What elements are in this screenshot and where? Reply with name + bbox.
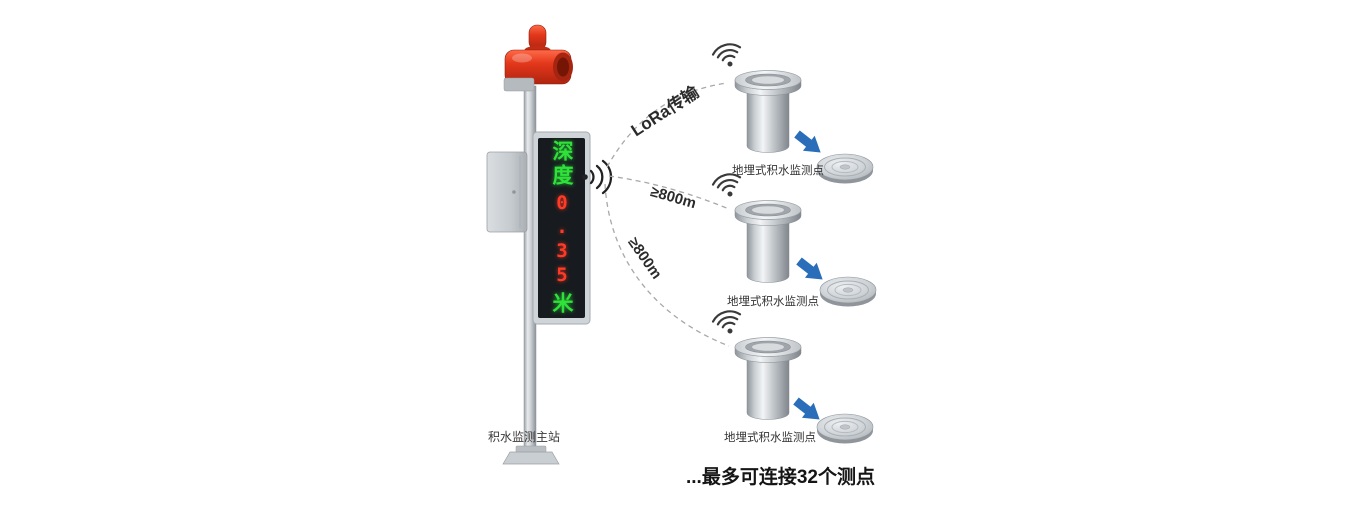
buried-sensor-cylinder (734, 337, 802, 420)
led-value-text: 0.35 (551, 192, 573, 288)
pole-base-plate (502, 451, 560, 465)
link-path-1 (606, 82, 728, 168)
buried-sensor-cylinder (734, 200, 802, 283)
arrow-icon (793, 397, 820, 420)
distance-label-1: ≥800m (648, 183, 697, 212)
station-label: 积水监测主站 (488, 430, 560, 444)
sensor-unit-2: 地埋式积水监测点 (711, 173, 877, 308)
sensor-label: 地埋式积水监测点 (724, 431, 816, 444)
link-path-3 (604, 183, 730, 347)
control-box (486, 151, 528, 233)
lora-transmission-label: LoRa传输 (627, 81, 703, 140)
sensor-unit-1: 地埋式积水监测点 (711, 43, 874, 184)
alarm-mount-bracket (503, 77, 535, 92)
wifi-icon (711, 43, 742, 67)
led-display-screen (538, 138, 585, 318)
sensor-disc (816, 153, 874, 184)
wireless-emission-icon (582, 159, 613, 195)
buried-sensor-cylinder (734, 70, 802, 153)
sensor-unit-3: 地埋式积水监测点 (711, 310, 874, 444)
alarm-horn-bell-inner (557, 57, 569, 77)
sensor-disc (816, 413, 874, 444)
link-path-2 (608, 175, 730, 210)
led-depth-text: 深度 (550, 140, 574, 188)
footer-note: ...最多可连接32个测点 (686, 465, 875, 488)
sensor-label: 地埋式积水监测点 (732, 164, 824, 177)
arrow-icon (796, 257, 823, 280)
arrow-icon (794, 130, 821, 153)
led-display-text: 深度 0.35 米 (538, 138, 585, 318)
sensor-disc (819, 276, 877, 307)
alarm-highlight (512, 53, 532, 63)
led-unit-text: 米 (550, 292, 574, 316)
control-box-lock (512, 190, 516, 194)
wifi-icon (711, 310, 742, 334)
wifi-icon (711, 173, 742, 197)
sensor-label: 地埋式积水监测点 (727, 295, 819, 308)
main-station: 积水监测主站 (486, 24, 613, 465)
alarm-beacon (503, 24, 573, 92)
lora-links (604, 82, 730, 347)
distance-label-2: ≥800m (624, 234, 665, 282)
